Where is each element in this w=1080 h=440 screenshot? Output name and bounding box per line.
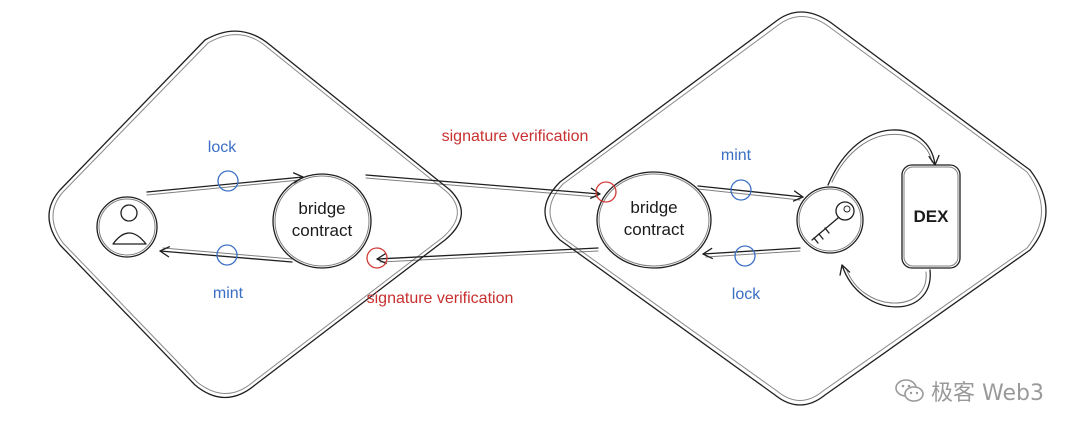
dex-label: DEX [914,207,950,226]
signature-verification-bottom-label: signature verification [367,290,514,307]
right-chain-region [544,11,1047,406]
signature-verification-top-label: signature verification [442,128,589,145]
verification-markers [216,170,756,269]
key-node [796,186,864,254]
right-mint-label: mint [721,147,752,164]
right-bridge-label-line1: bridge [630,198,677,217]
mint-marker-left [216,244,238,266]
mint-marker-right [730,179,752,201]
dex-loop [827,129,940,308]
lock-marker-left [217,170,239,192]
key-icon [811,201,855,244]
watermark: 极客 Web3 [895,375,1044,407]
user-node [96,196,158,258]
left-bridge-contract-node: bridge contract [272,173,372,269]
dex-node: DEX [901,164,961,269]
left-chain-region [48,30,463,398]
left-lock-label: lock [208,139,237,156]
left-bridge-label-line2: contract [292,221,353,240]
left-mint-label: mint [213,285,244,302]
signature-marker-top [595,181,617,203]
right-bridge-label-line2: contract [624,220,685,239]
right-bridge-contract-node: bridge contract [596,171,712,269]
user-icon [112,204,147,245]
left-bridge-label-line1: bridge [298,199,345,218]
wechat-icon [895,379,924,402]
right-lock-label: lock [732,286,761,303]
edge-labels: lock mint signature verification signatu… [208,128,761,307]
lock-marker-right [734,245,756,267]
edges [146,172,804,265]
watermark-text: 极客 Web3 [931,381,1044,406]
signature-marker-bottom [366,247,388,269]
